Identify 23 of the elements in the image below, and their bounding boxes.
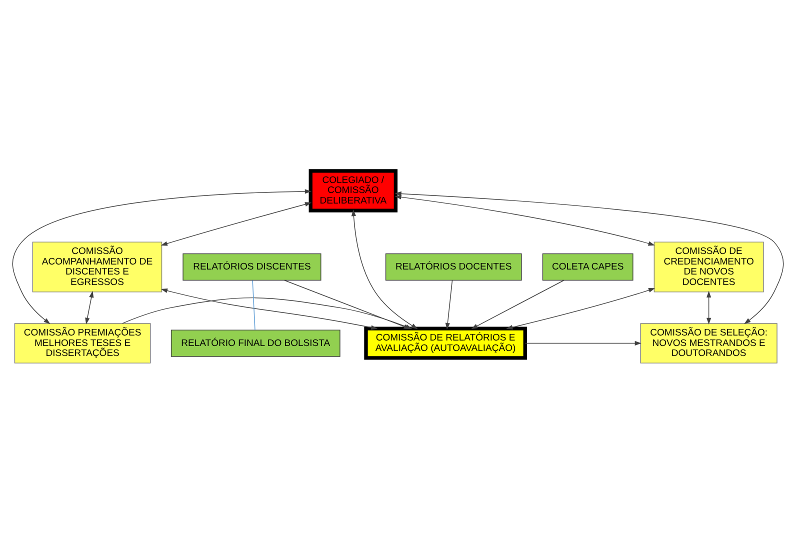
- node-box: RELATÓRIOS DISCENTES: [182, 252, 322, 280]
- arrow: [706, 290, 712, 324]
- node-box: COMISSÃO DE RELATÓRIOS E AVALIAÇÃO (AUTOAVALIAÇÃO): [364, 326, 527, 360]
- node-box: COMISSÃO DE CREDENCIAMENTO DE NOVOS DOCENTES: [654, 241, 764, 292]
- arrow: [445, 280, 453, 330]
- node-box: COLEGIADO / COMISSÃO DELIBERATIVA: [308, 168, 398, 212]
- node-box: RELATÓRIO FINAL DO BOLSISTA: [170, 329, 340, 356]
- arrow: [160, 202, 312, 246]
- node-box: RELATÓRIOS DOCENTES: [385, 252, 522, 280]
- arrow: [471, 279, 564, 329]
- arrow: [394, 194, 655, 246]
- arrow: [394, 190, 784, 324]
- arrow: [160, 288, 378, 330]
- arrow: [524, 340, 642, 346]
- arrow: [12, 188, 312, 324]
- node-box: COMISSÃO PREMIAÇÕES MELHORES TESES E DISSERTAÇÕES: [14, 322, 151, 363]
- node-box: COMISSÃO ACOMPANHAMENTO DE DISCENTES E EGRESSOS: [32, 241, 162, 292]
- arrow: [85, 290, 94, 324]
- node-box: COLETA CAPES: [542, 252, 634, 280]
- arrow: [284, 279, 410, 328]
- node-box: COMISSÃO DE SELEÇÃO: NOVOS MESTRANDOS E DOUTORANDOS: [640, 322, 778, 363]
- arrow: [506, 288, 656, 330]
- connector: [252, 280, 256, 330]
